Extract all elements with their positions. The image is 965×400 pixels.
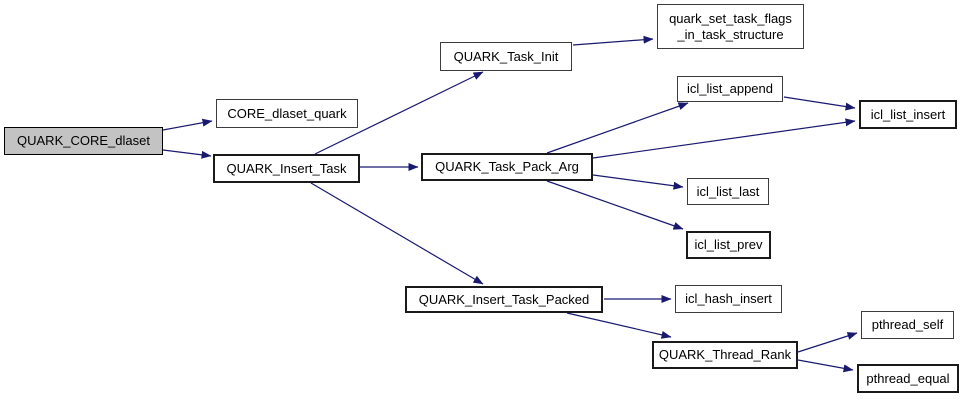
edge-quark-insert-task-to-quark-task-init <box>314 71 484 155</box>
node-quark-core-dlaset[interactable]: QUARK_CORE_dlaset <box>4 127 163 155</box>
edge-quark-task-init-to-quark-set-task-flags <box>572 35 654 46</box>
edge-quark-task-pack-arg-to-icl-list-last <box>592 174 684 190</box>
node-icl-list-insert[interactable]: icl_list_insert <box>859 100 957 129</box>
node-quark-insert-task-packed[interactable]: QUARK_Insert_Task_Packed <box>405 286 603 313</box>
node-quark-set-task-flags-in-task-structure[interactable]: quark_set_task_flags _in_task_structure <box>657 4 804 49</box>
edge-quark-thread-rank-to-pthread-self <box>797 332 858 353</box>
edge-quark-task-pack-arg-to-icl-list-insert <box>592 118 856 159</box>
edge-quark-core-dlaset-to-core-dlaset-quark <box>162 118 213 131</box>
edge-quark-insert-task-to-quark-insert-task-packed <box>310 182 484 285</box>
node-quark-thread-rank[interactable]: QUARK_Thread_Rank <box>652 341 798 369</box>
node-quark-insert-task[interactable]: QUARK_Insert_Task <box>213 154 360 183</box>
node-core-dlaset-quark[interactable]: CORE_dlaset_quark <box>216 99 358 128</box>
node-icl-list-prev[interactable]: icl_list_prev <box>686 231 771 259</box>
node-icl-hash-insert[interactable]: icl_hash_insert <box>675 285 782 313</box>
edge-quark-insert-task-packed-to-quark-thread-rank <box>566 312 672 339</box>
node-quark-task-init[interactable]: QUARK_Task_Init <box>440 42 572 71</box>
edge-quark-thread-rank-to-pthread-equal <box>797 359 854 373</box>
node-icl-list-last[interactable]: icl_list_last <box>687 178 769 205</box>
node-quark-task-pack-arg[interactable]: QUARK_Task_Pack_Arg <box>421 153 593 181</box>
node-pthread-equal[interactable]: pthread_equal <box>857 364 959 393</box>
edge-quark-core-dlaset-to-quark-insert-task <box>162 149 212 159</box>
node-icl-list-append[interactable]: icl_list_append <box>677 76 783 102</box>
edge-quark-task-pack-arg-to-icl-list-append <box>546 102 689 154</box>
node-pthread-self[interactable]: pthread_self <box>861 311 954 339</box>
edge-icl-list-append-to-icl-list-insert <box>783 96 856 111</box>
edge-quark-task-pack-arg-to-icl-list-prev <box>546 180 684 230</box>
